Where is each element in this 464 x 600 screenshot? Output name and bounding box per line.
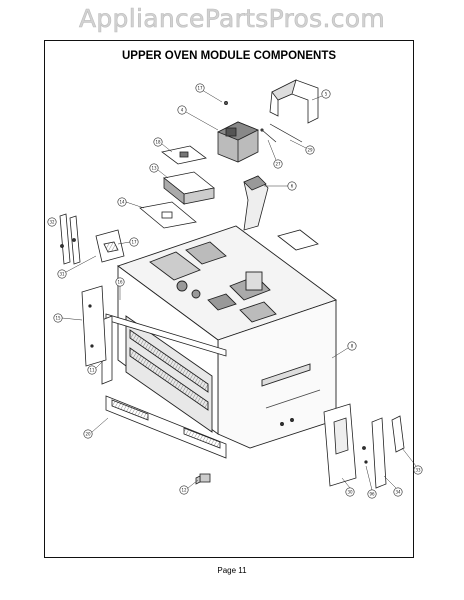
callout-c5a: 5 — [321, 89, 331, 99]
channel-bracket-part — [163, 171, 215, 205]
callout-label: 29 — [307, 147, 313, 152]
callout-c6: 6 — [287, 181, 297, 191]
callout-label: 17 — [131, 239, 137, 244]
callout-label: 4 — [181, 107, 184, 112]
screw-parts — [224, 101, 303, 143]
callout-label: 34 — [395, 489, 401, 494]
callout-c17b: 17 — [129, 237, 139, 247]
control-board-part — [95, 229, 125, 263]
callout-label: 33 — [415, 467, 421, 472]
callout-label: 5 — [325, 91, 328, 96]
callout-label: 18 — [155, 139, 161, 144]
callout-c8: 8 — [347, 341, 357, 351]
callout-c16: 16 — [115, 277, 125, 287]
callout-c13: 13 — [149, 163, 159, 173]
callout-c20: 20 — [83, 429, 93, 439]
callout-c34: 34 — [393, 487, 403, 497]
callout-c30: 30 — [345, 487, 355, 497]
oven-chassis — [117, 225, 337, 449]
callout-c29: 29 — [305, 145, 315, 155]
cover-plate-part — [161, 145, 207, 165]
callout-c17: 17 — [195, 83, 205, 93]
callout-label: 6 — [291, 183, 294, 188]
callout-c15: 15 — [53, 313, 63, 323]
knob-part — [195, 473, 211, 485]
top-cover-bracket — [269, 79, 319, 124]
callout-c33: 33 — [413, 465, 423, 475]
callout-label: 13 — [151, 165, 157, 170]
mounting-plate-part — [139, 201, 197, 229]
callout-label: 12 — [181, 487, 187, 492]
insulation-plate-part — [277, 229, 319, 251]
vent-panel-part — [105, 395, 227, 459]
callout-label: 96 — [369, 491, 375, 496]
callout-c18: 18 — [153, 137, 163, 147]
callout-label: 32 — [49, 219, 55, 224]
callout-label: 31 — [59, 271, 65, 276]
transformer-part — [217, 121, 259, 163]
angle-bracket-part — [243, 175, 269, 231]
left-rail-parts — [59, 213, 81, 265]
callout-label: 30 — [347, 489, 353, 494]
callout-leader-lines — [61, 89, 417, 491]
callout-label: 11 — [89, 367, 95, 372]
callout-c4: 4 — [177, 105, 187, 115]
callout-c14: 14 — [117, 197, 127, 207]
callout-c32: 32 — [47, 217, 57, 227]
callout-label: 27 — [275, 161, 281, 166]
page-title: UPPER OVEN MODULE COMPONENTS — [121, 50, 337, 62]
callout-label: 20 — [85, 431, 91, 436]
callout-label: 16 — [117, 279, 123, 284]
callout-c96: 96 — [367, 489, 377, 499]
callout-label: 14 — [119, 199, 125, 204]
diagram-frame — [44, 40, 414, 558]
callout-c31: 31 — [57, 269, 67, 279]
watermark-text: AppliancePartsPros.com — [78, 4, 386, 34]
callout-label: 8 — [351, 343, 354, 348]
callout-c27: 27 — [273, 159, 283, 169]
callout-c11: 11 — [87, 365, 97, 375]
right-bracket-parts — [323, 403, 405, 489]
callout-label: 17 — [197, 85, 203, 90]
callout-c12: 12 — [179, 485, 189, 495]
page-number: Page 11 — [217, 566, 247, 575]
side-panel-part — [81, 285, 107, 367]
callout-label: 15 — [55, 315, 61, 320]
